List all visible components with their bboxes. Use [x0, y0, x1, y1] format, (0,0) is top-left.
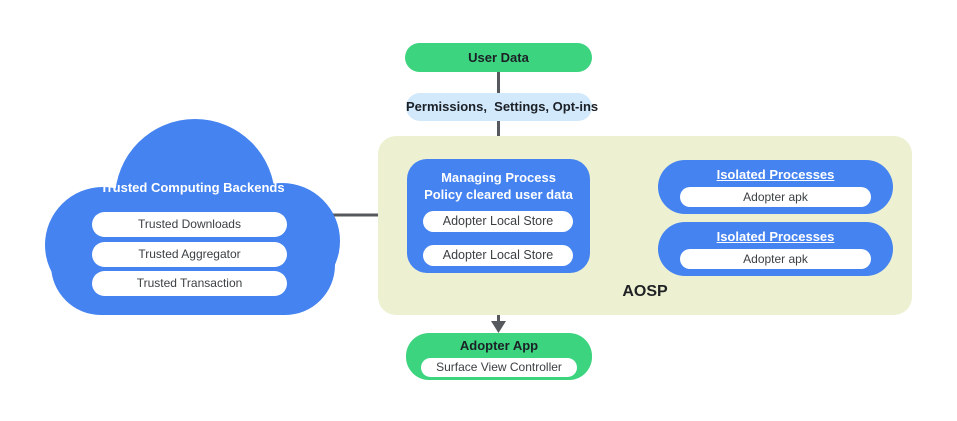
managing-process-title-line2: Policy cleared user data: [424, 186, 573, 202]
adopter-app-title: Adopter App: [459, 338, 539, 353]
adopter-apk-1: Adopter apk: [680, 187, 871, 207]
adopter-app-node: Adopter App Surface View Controller: [406, 333, 592, 380]
isolated-processes-node-1: Isolated Processes Adopter apk: [658, 160, 893, 214]
adopter-apk-2: Adopter apk: [680, 249, 871, 269]
managing-process-title: Managing Process Policy cleared user dat…: [407, 170, 590, 204]
permissions-settings-optins-node: Permissions, Settings, Opt-ins: [406, 93, 598, 121]
user-data-node: User Data: [405, 43, 592, 72]
managing-process-node: Managing Process Policy cleared user dat…: [407, 159, 590, 273]
cloud-item-trusted-aggregator: Trusted Aggregator: [92, 242, 287, 267]
managing-process-title-line1: Managing Process: [441, 170, 556, 185]
isolated-processes-title-1: Isolated Processes: [716, 167, 835, 182]
cloud-item-trusted-transaction: Trusted Transaction: [92, 271, 287, 296]
aosp-label: AOSP: [622, 283, 668, 300]
isolated-processes-node-2: Isolated Processes Adopter apk: [658, 222, 893, 276]
surface-view-controller: Surface View Controller: [421, 358, 577, 377]
trusted-computing-backends-cloud: Trusted Computing Backends Trusted Downl…: [45, 117, 340, 315]
cloud-item-trusted-downloads: Trusted Downloads: [92, 212, 287, 237]
adopter-local-store-2: Adopter Local Store: [423, 245, 573, 266]
arrowhead-down-icon: [491, 321, 506, 333]
cloud-title: Trusted Computing Backends: [100, 180, 285, 195]
adopter-local-store-1: Adopter Local Store: [423, 211, 573, 232]
isolated-processes-title-2: Isolated Processes: [716, 229, 835, 244]
